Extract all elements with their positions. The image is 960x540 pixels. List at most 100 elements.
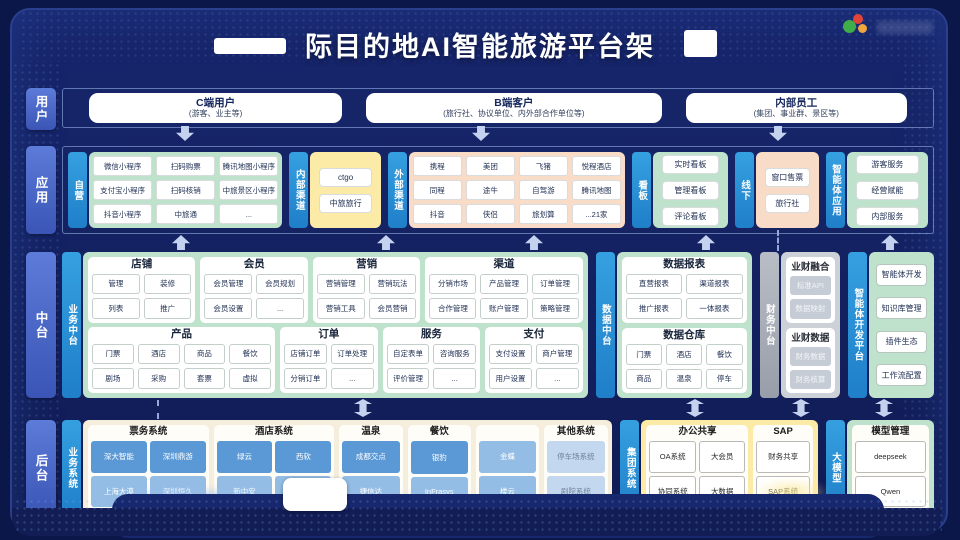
- app-item: 途牛: [465, 180, 515, 200]
- app-items: 微信小程序扫码购票腾讯地图小程序支付宝小程序扫码核销中旅景区小程序抖音小程序中旅…: [93, 156, 279, 224]
- app-section: 外部渠道携程美团飞猪悦程酒店同程途牛自驾游腾讯地图抖音侠侣旅划算...21家: [387, 152, 626, 228]
- group-items: 管理装修列表推广: [92, 273, 192, 319]
- group-item: 管理: [92, 273, 140, 295]
- section-tab-business-systems: 业务系统: [62, 420, 81, 516]
- group-item: 装修: [143, 273, 192, 295]
- app-item: 旅划算: [518, 204, 568, 224]
- app-item: ctgo: [319, 167, 372, 187]
- app-item: 扫码购票: [156, 156, 216, 176]
- group-item: 订单管理: [531, 273, 579, 295]
- group-card: 服务自定表单咨询服务评价管理...: [382, 327, 481, 393]
- model-card-title: 模型管理: [871, 426, 910, 437]
- group-card: 店铺管理装修列表推广: [88, 257, 196, 323]
- section-tab-data-middle: 数据中台: [595, 252, 615, 398]
- group-item: 温泉: [665, 368, 703, 389]
- system-item: 成都交点: [342, 441, 400, 473]
- system-column-title: 温泉: [361, 426, 381, 437]
- flow-arrow-bidirectional: [354, 399, 372, 417]
- group-item: 分销订单: [284, 368, 327, 389]
- title-redaction-block: [684, 30, 717, 57]
- brand-logo-icon: [843, 13, 873, 39]
- app-section: 线下窗口售票旅行社: [734, 152, 819, 228]
- user-group-subtitle: (集团、事业群、景区等): [753, 109, 839, 119]
- group-card: 渠道分销市场产品管理订单管理合作管理账户管理策略管理: [425, 257, 583, 323]
- group-item: 推广报表: [625, 298, 683, 319]
- app-item: 微信小程序: [93, 156, 153, 176]
- app-section-panel: 游客服务经营赋能内部服务: [846, 152, 929, 228]
- app-section-tab: 看板: [632, 152, 652, 228]
- row-label-apps: 应用: [26, 146, 56, 234]
- group-items: 营销管理营销玩法营销工具会员营销: [316, 273, 417, 319]
- app-item: 自驾游: [518, 180, 568, 200]
- group-item: 订单处理: [330, 343, 374, 365]
- app-item: 抖音小程序: [93, 204, 153, 224]
- middle-platform-row: 业务中台 店铺管理装修列表推广会员会员管理会员规划会员设置...营销营销管理营销…: [62, 252, 934, 398]
- flow-arrow-bidirectional: [686, 399, 704, 417]
- group-item: 策略管理: [531, 298, 579, 319]
- business-groups: 店铺管理装修列表推广会员会员管理会员规划会员设置...营销营销管理营销玩法营销工…: [88, 257, 583, 393]
- app-item: 中旅通: [156, 204, 216, 224]
- group-item: 推广: [143, 298, 192, 319]
- group-title: 数据报表: [663, 258, 706, 270]
- group-item: 产品管理: [480, 273, 528, 295]
- agent-dev-panel: 智能体开发知识库管理插件生态工作流配置: [869, 252, 934, 398]
- group-card: 数据报表直营报表渠道报表推广报表一体报表: [621, 257, 747, 323]
- watermark: [877, 21, 933, 34]
- system-column-title: [479, 427, 536, 438]
- section-data-middle: 数据中台 数据报表直营报表渠道报表推广报表一体报表数据仓库门票酒店餐饮商品温泉停…: [595, 252, 752, 398]
- app-item: 携程: [412, 156, 462, 176]
- group-system-card-title: SAP: [773, 426, 793, 437]
- app-items: 实时看板管理看板评论看板: [657, 154, 724, 226]
- system-item: 银豹: [410, 441, 468, 474]
- system-column-title: 其他系统: [556, 426, 595, 437]
- group-item: 采购: [137, 368, 180, 389]
- app-items: 游客服务经营赋能内部服务: [851, 154, 924, 226]
- group-item: ...: [256, 298, 304, 319]
- group-title: 订单: [318, 328, 340, 340]
- section-tab-finance-middle: 财务中台: [759, 252, 779, 398]
- group-item: 会员管理: [204, 273, 253, 295]
- group-item: 财务数据: [789, 346, 832, 366]
- group-title: 支付: [523, 328, 545, 340]
- group-item: 数据映射: [789, 299, 832, 319]
- flow-arrow-bidirectional: [792, 399, 810, 417]
- app-item: 同程: [412, 180, 462, 200]
- user-group-box: B端客户(旅行社、协议单位、内外部合作单位等): [366, 93, 662, 123]
- group-item: 账户管理: [480, 298, 528, 319]
- group-title: 营销: [356, 258, 378, 270]
- group-item: 渠道报表: [686, 273, 743, 295]
- group-item: 虚拟: [229, 368, 272, 389]
- row-label-users: 用户: [26, 88, 56, 130]
- group-system-item: 财务共享: [756, 441, 810, 473]
- group-card: 订单店铺订单订单处理分销订单...: [280, 327, 378, 393]
- app-item: 实时看板: [662, 154, 719, 174]
- group-items: 会员管理会员规划会员设置...: [204, 273, 304, 319]
- app-section-panel: 微信小程序扫码购票腾讯地图小程序支付宝小程序扫码核销中旅景区小程序抖音小程序中旅…: [89, 152, 283, 228]
- system-item: 深圳鼎游: [149, 441, 206, 473]
- group-title: 会员: [243, 258, 265, 270]
- group-item: 商品: [625, 368, 662, 389]
- app-section-panel: ctgo 中旅旅行: [310, 152, 381, 228]
- system-item: 深大智能: [91, 441, 147, 473]
- group-item: 用户设置: [489, 368, 532, 389]
- data-groups: 数据报表直营报表渠道报表推广报表一体报表数据仓库门票酒店餐饮商品温泉停车: [621, 257, 747, 393]
- finance-group-card: 业财数据财务数据财务核算: [785, 327, 836, 393]
- app-item: 中旅旅行: [319, 193, 372, 213]
- app-section-panel: 实时看板管理看板评论看板: [653, 152, 728, 228]
- group-items: 门票酒店商品餐饮剧场采购套票虚拟: [92, 343, 272, 389]
- business-middle-panel: 店铺管理装修列表推广会员会员管理会员规划会员设置...营销营销管理营销玩法营销工…: [83, 252, 588, 398]
- app-items: 携程美团飞猪悦程酒店同程途牛自驾游腾讯地图抖音侠侣旅划算...21家: [412, 156, 622, 224]
- group-card: 营销营销管理营销玩法营销工具会员营销: [312, 257, 421, 323]
- app-section-tab: 线下: [734, 152, 754, 228]
- group-item: 一体报表: [686, 298, 743, 319]
- title-redaction-block: [214, 38, 286, 54]
- apps-row: 自营微信小程序扫码购票腾讯地图小程序支付宝小程序扫码核销中旅景区小程序抖音小程序…: [62, 146, 934, 234]
- app-section: 自营微信小程序扫码购票腾讯地图小程序支付宝小程序扫码核销中旅景区小程序抖音小程序…: [68, 152, 283, 228]
- group-items: 直营报表渠道报表推广报表一体报表: [625, 273, 743, 319]
- app-item: 腾讯地图: [571, 180, 622, 200]
